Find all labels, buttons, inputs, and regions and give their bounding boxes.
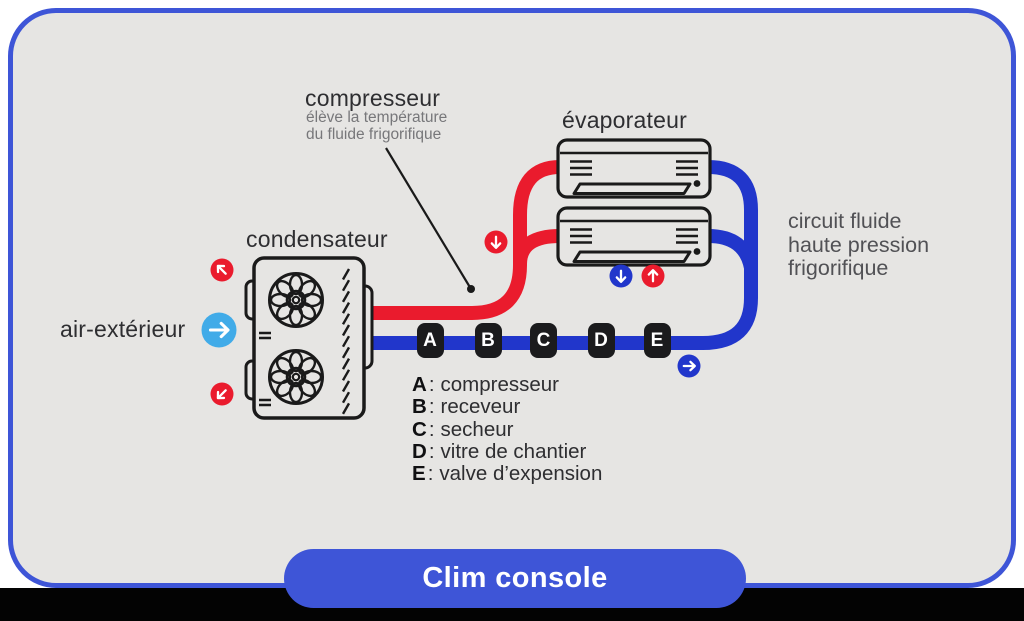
circuit-label-line2: haute pression [788, 232, 930, 257]
legend-separator: : [428, 439, 435, 463]
indoor-arrow-down-icon [609, 264, 633, 288]
marker-badge-d: D [587, 323, 615, 358]
hot-line-pipe [368, 160, 561, 320]
legend-separator: : [428, 417, 435, 441]
legend-key: A [412, 373, 427, 396]
vent-flap [572, 182, 692, 195]
compressor-subtitle: élève la température du fluide frigorifi… [306, 109, 447, 143]
legend-row: A:compresseur [412, 373, 602, 396]
indicator-dot [693, 248, 701, 255]
legend-value: receveur [440, 395, 521, 419]
outside-air-label: air-extérieur [60, 316, 186, 342]
evaporator-unit-2 [556, 206, 712, 267]
legend-value: vitre de chantier [440, 439, 587, 463]
compressor-pointer-line [385, 147, 475, 293]
hot-flow-down-icon [484, 230, 508, 254]
legend-key: D [412, 439, 427, 463]
marker-badge-c: C [530, 323, 557, 358]
legend-value: valve d’expension [439, 462, 603, 486]
arrow-down-left-icon [210, 382, 234, 406]
legend-row: D:vitre de chantier [412, 439, 602, 463]
compressor-subtitle-line1: élève la température [306, 109, 448, 126]
marker-badge-b: B [474, 323, 502, 358]
marker-badge-a: A [416, 323, 444, 358]
condenser-body [252, 256, 366, 420]
vent-flap [572, 250, 692, 263]
clim-console-button[interactable]: Clim console [284, 549, 746, 608]
legend-separator: : [427, 462, 434, 486]
legend: A:compresseur B:receveur C:secheur D:vit… [412, 373, 602, 485]
clim-console-button-label: Clim console [422, 562, 608, 594]
legend-separator: : [428, 373, 435, 396]
outside-air-arrow-icon [201, 312, 237, 348]
cold-line-pipe [368, 160, 758, 350]
legend-row: C:secheur [412, 417, 602, 441]
circuit-label-line3: frigorifique [788, 256, 889, 280]
legend-row: B:receveur [412, 396, 602, 418]
evaporator-label: évaporateur [562, 107, 687, 133]
legend-value: secheur [440, 417, 514, 441]
condenser-grille [341, 268, 351, 415]
condenser-label: condensateur [246, 226, 388, 252]
condenser-fan-bottom [268, 349, 324, 405]
indicator-dot [693, 180, 701, 187]
legend-separator: : [428, 395, 435, 419]
arrow-up-left-icon [210, 258, 234, 282]
indoor-arrow-up-icon [641, 264, 665, 288]
legend-key: C [412, 417, 427, 441]
evaporator-unit-1 [556, 138, 712, 199]
legend-key: B [412, 395, 427, 419]
condenser-unit [244, 256, 374, 420]
marker-badge-e: E [643, 323, 671, 358]
circuit-label-line1: circuit fluide [788, 209, 902, 233]
cold-flow-right-icon [677, 354, 701, 378]
condenser-equals-marks [259, 331, 271, 407]
compressor-subtitle-line2: du fluide frigorifique [306, 126, 442, 143]
legend-row: E:valve d’expension [412, 463, 602, 485]
circuit-label: circuit fluide haute pression frigorifiq… [788, 209, 930, 281]
legend-value: compresseur [440, 373, 560, 396]
legend-key: E [412, 462, 426, 486]
condenser-fan-top [268, 272, 324, 328]
compressor-label: compresseur [305, 85, 441, 111]
